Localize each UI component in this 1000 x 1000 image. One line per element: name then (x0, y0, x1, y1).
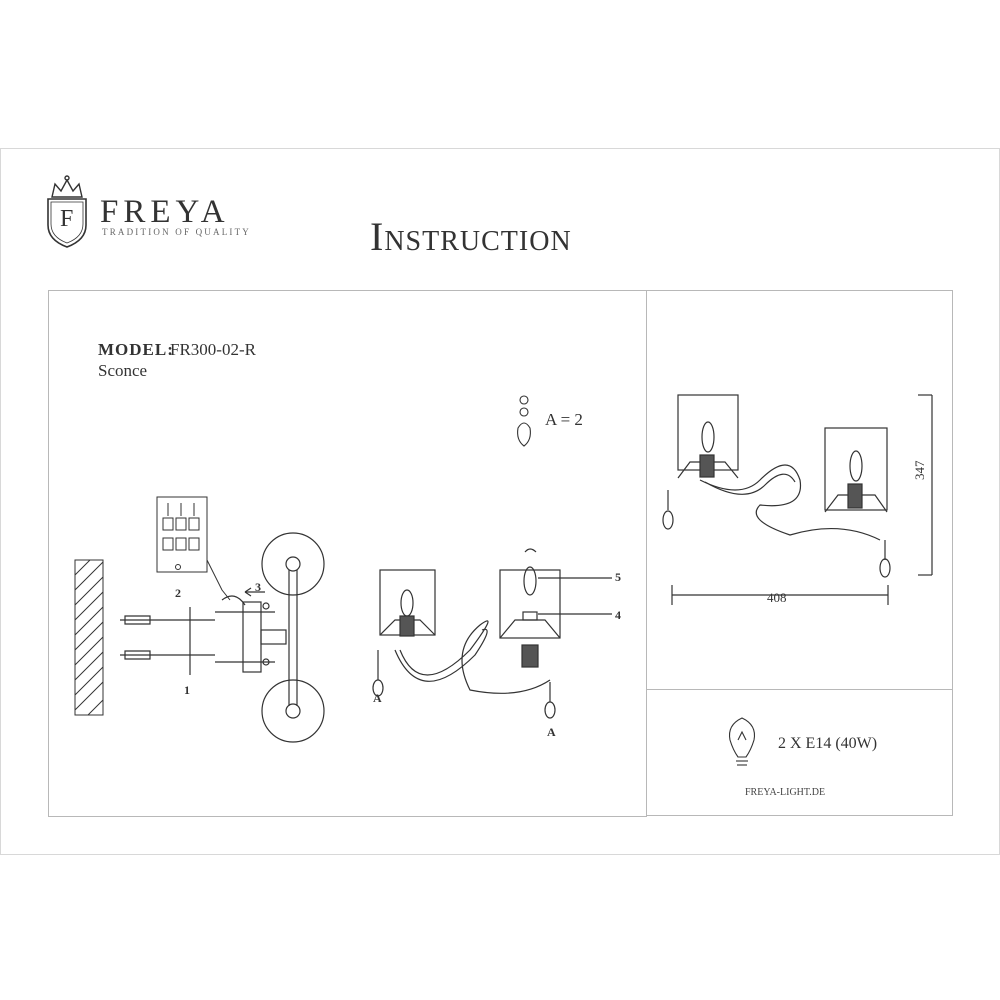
product-type: Sconce (98, 361, 148, 380)
bulb-spec: 2 X E14 (40W) (778, 735, 878, 752)
callout-5: 5 (615, 570, 621, 584)
page-title: Instruction (370, 214, 572, 259)
callout-2: 2 (175, 586, 181, 600)
callout-a-left: A (373, 691, 382, 705)
callout-a-right: A (547, 725, 556, 739)
brand-name: FREYA (100, 194, 230, 230)
model-value: FR300-02-R (170, 340, 256, 359)
bulb-panel (646, 688, 953, 816)
callout-1: 1 (184, 683, 190, 697)
shield-logo-icon (47, 198, 87, 248)
website: FREYA-LIGHT.DE (745, 787, 826, 798)
wall-hatch (74, 559, 104, 716)
brand-tagline: TRADITION OF QUALITY (102, 227, 251, 237)
sconce-assembly-view (372, 548, 612, 719)
bulb-icon (728, 717, 756, 766)
logo-letter: F (60, 206, 74, 232)
callout-4: 4 (615, 608, 621, 622)
model-label: MODEL: (98, 340, 174, 359)
sconce-dimension-view (662, 394, 933, 605)
terminal-block (156, 496, 231, 601)
dimension-width: 408 (767, 590, 787, 605)
accessory-quantity: A = 2 (545, 410, 583, 429)
sconce-side-view (261, 532, 325, 743)
mounting-hardware (120, 587, 287, 675)
dimensions-panel (646, 290, 953, 690)
dimension-height: 347 (912, 460, 927, 481)
crown-icon (51, 175, 83, 198)
callout-3: 3 (255, 580, 261, 594)
pendant-icon (517, 395, 531, 447)
